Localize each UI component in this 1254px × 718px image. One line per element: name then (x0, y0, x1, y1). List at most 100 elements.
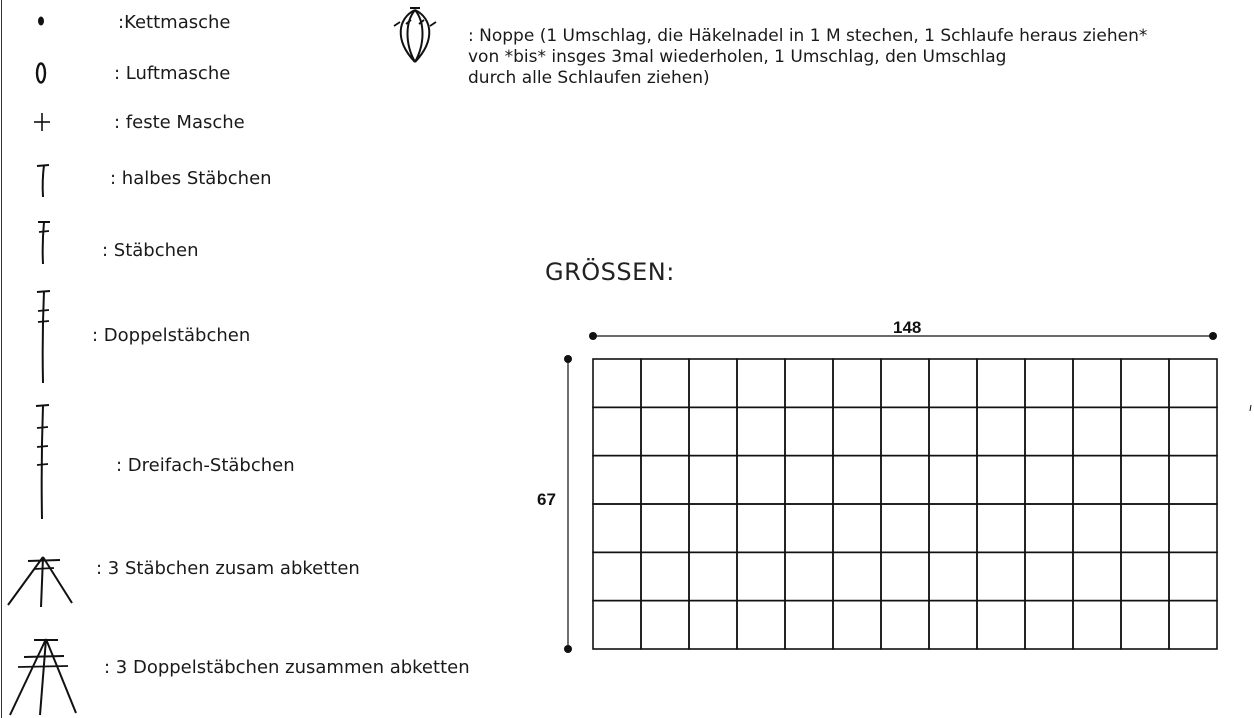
grid-cell (1024, 503, 1074, 554)
grid-cell (592, 406, 642, 457)
grid-cell (832, 406, 882, 457)
legend-label-three-tr-cluster: : 3 Doppelstäbchen zusammen abketten (104, 657, 470, 678)
grid-cell (736, 503, 786, 554)
grid-cell (1168, 503, 1218, 554)
grid-cell (928, 358, 978, 409)
grid-cell (640, 406, 690, 457)
bobble-stitch-description: : Noppe (1 Umschlag, die Häkelnadel in 1… (468, 26, 1248, 89)
grid-cell (1120, 358, 1170, 409)
legend-label-single-crochet: : feste Masche (114, 112, 245, 133)
legend-label-double: : Stäbchen (102, 240, 199, 261)
legend-label-half-double: : halbes Stäbchen (110, 168, 272, 189)
grid-cell (976, 599, 1026, 650)
grid-cell (928, 503, 978, 554)
edge-mark (1249, 396, 1252, 412)
three-dc-cluster-icon (6, 553, 76, 609)
grid-cell (976, 551, 1026, 602)
left-border-line (1, 0, 2, 718)
grid-cell (688, 358, 738, 409)
legend-label-chain: : Luftmasche (114, 63, 231, 84)
grid-cell (736, 599, 786, 650)
grid-cell (832, 454, 882, 505)
grid-cell (1072, 503, 1122, 554)
grid-cell (976, 454, 1026, 505)
grid-cell (640, 503, 690, 554)
height-dimension-line (564, 355, 572, 653)
bobble-stitch-icon (392, 6, 438, 64)
width-dimension-label: 148 (893, 318, 922, 337)
grid-cell (928, 551, 978, 602)
grid-cell (1072, 406, 1122, 457)
grid-cell (1168, 358, 1218, 409)
grid-cell (688, 406, 738, 457)
legend-label-treble: : Doppelstäbchen (92, 325, 251, 346)
grid-cell (688, 454, 738, 505)
grid-cell (976, 358, 1026, 409)
grid-cell (784, 599, 834, 650)
grid-cell (1024, 406, 1074, 457)
grid-cell (592, 454, 642, 505)
grid-cell (1168, 454, 1218, 505)
grid-cell (1120, 406, 1170, 457)
grid-cell (880, 454, 930, 505)
double-crochet-icon (36, 220, 52, 266)
grid-cell (592, 358, 642, 409)
three-tr-cluster-icon (6, 637, 77, 717)
grid-cell (880, 599, 930, 650)
grid-cell (736, 551, 786, 602)
grid-cell (880, 503, 930, 554)
grid-cell (832, 551, 882, 602)
grid-cell (640, 454, 690, 505)
grid-cell (592, 599, 642, 650)
grid-cell (1120, 599, 1170, 650)
grid-cell (976, 503, 1026, 554)
grid-cell (592, 503, 642, 554)
width-dimension-line (589, 332, 1217, 340)
grid-cell (832, 503, 882, 554)
grid-cell (784, 358, 834, 409)
legend-label-slip-stitch: :Kettmasche (118, 12, 231, 33)
grid-cell (736, 358, 786, 409)
legend-label-double-treble: : Dreifach-Stäbchen (116, 455, 295, 476)
grid-cell (736, 406, 786, 457)
sizes-heading: GRÖSSEN: (545, 258, 675, 286)
grid-cell (832, 358, 882, 409)
double-treble-crochet-icon (35, 403, 51, 521)
grid-cell (1072, 358, 1122, 409)
bobble-description-line-3: durch alle Schlaufen ziehen) (468, 68, 710, 88)
grid-cell (1072, 599, 1122, 650)
grid-cell (592, 551, 642, 602)
grid-cell (1024, 454, 1074, 505)
grid-cell (1168, 599, 1218, 650)
grid-cell (1024, 599, 1074, 650)
chain-stitch-icon (34, 61, 48, 85)
treble-crochet-icon (36, 289, 52, 385)
slip-stitch-icon (36, 14, 46, 28)
height-dimension-label: 67 (537, 490, 556, 509)
grid-cell (928, 406, 978, 457)
bobble-description-line-1: : Noppe (1 Umschlag, die Häkelnadel in 1… (468, 26, 1148, 46)
grid-cell (1024, 551, 1074, 602)
grid-cell (784, 503, 834, 554)
grid-cell (784, 454, 834, 505)
grid-cell (1168, 406, 1218, 457)
single-crochet-icon (33, 112, 51, 132)
grid-cell (688, 503, 738, 554)
grid-cell (880, 358, 930, 409)
grid-cells (592, 358, 1218, 650)
grid-cell (928, 454, 978, 505)
legend-label-three-dc-cluster: : 3 Stäbchen zusam abketten (96, 558, 360, 579)
grid-cell (928, 599, 978, 650)
grid-cell (880, 551, 930, 602)
grid-cell (1168, 551, 1218, 602)
grid-cell (1024, 358, 1074, 409)
grid-cell (640, 551, 690, 602)
grid-cell (1072, 454, 1122, 505)
grid-cell (976, 406, 1026, 457)
grid-cell (1120, 454, 1170, 505)
bobble-description-line-2: von *bis* insges 3mal wiederholen, 1 Ums… (468, 47, 1007, 67)
grid-cell (784, 406, 834, 457)
grid-cell (736, 454, 786, 505)
